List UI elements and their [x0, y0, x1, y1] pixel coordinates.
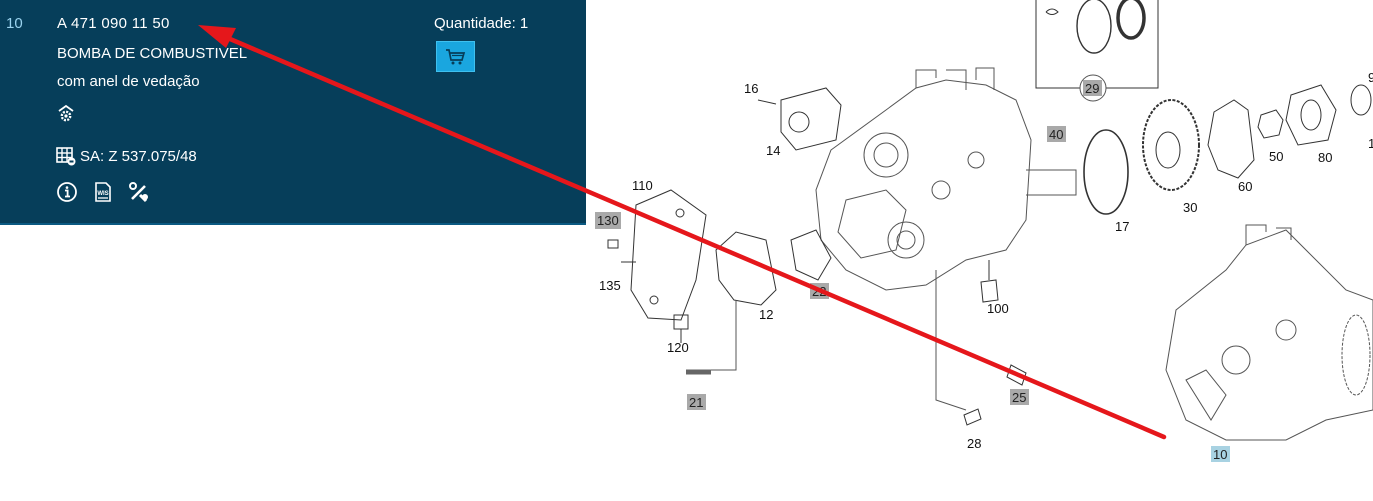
- nut-50: [1257, 109, 1284, 139]
- cart-icon: [445, 48, 465, 64]
- callout-14: 14: [766, 143, 780, 158]
- boxed-callouts: 29 40 130 22 21 25 10: [595, 74, 1230, 462]
- position-number: 10: [6, 15, 23, 32]
- wis-document-icon[interactable]: WIS: [92, 181, 114, 203]
- callout-80: 80: [1318, 150, 1332, 165]
- quantity-label: Quantidade: 1: [434, 15, 529, 32]
- seal-kit-frame: [1035, 0, 1159, 89]
- part-number[interactable]: A 471 090 11 50: [57, 15, 170, 32]
- callout-16: 16: [744, 81, 758, 96]
- callout-17: 17: [1115, 219, 1129, 234]
- callout-21: 21: [689, 395, 703, 410]
- callout-30: 30: [1183, 200, 1197, 215]
- callout-29: 29: [1085, 81, 1099, 96]
- part-description: com anel de vedação: [57, 73, 200, 90]
- fitting-25: [1006, 364, 1027, 386]
- gear-hat-icon[interactable]: [56, 103, 76, 123]
- callout-10: 10: [1213, 447, 1227, 462]
- plate-60: [1207, 99, 1255, 179]
- seal-small: [1045, 8, 1059, 15]
- bolt-28: [963, 408, 982, 426]
- pump-assembly-10: [1165, 224, 1373, 441]
- seal-ring: [1116, 0, 1146, 40]
- o-ring-large: [1076, 0, 1112, 54]
- callout-60: 60: [1238, 179, 1252, 194]
- flange-80: [1285, 84, 1337, 146]
- callout-box-10: [1211, 446, 1230, 462]
- flange-gasket: [630, 189, 707, 321]
- o-ring-gasket: [790, 229, 832, 281]
- exploded-parts-diagram: 16 14 17 30 60 50 80 9 1 110 12 100 120 …: [586, 0, 1373, 501]
- pump-body-main: [815, 67, 1077, 291]
- callout-25: 25: [1012, 390, 1026, 405]
- sa-label: SA: Z 537.075/48: [80, 147, 197, 165]
- callout-28: 28: [967, 436, 981, 451]
- info-icon[interactable]: [56, 181, 78, 203]
- callout-40: 40: [1049, 127, 1063, 142]
- feed-pump: [715, 231, 777, 306]
- callout-120: 120: [667, 340, 689, 355]
- bolt-130: [607, 239, 636, 263]
- callout-100: 100: [987, 301, 1009, 316]
- callout-9: 9: [1368, 70, 1373, 85]
- add-to-cart-button[interactable]: [436, 41, 475, 72]
- callout-135: 135: [599, 278, 621, 293]
- tools-icon[interactable]: [128, 181, 150, 203]
- callout-1: 1: [1368, 136, 1373, 151]
- bolt-100: [980, 260, 999, 303]
- callout-110: 110: [632, 178, 653, 193]
- part-info-panel: 10 A 471 090 11 50 BOMBA DE COMBUSTIVEL …: [0, 0, 586, 225]
- grid-table-icon[interactable]: [56, 146, 76, 166]
- drive-gear: [1142, 99, 1200, 191]
- callout-50: 50: [1269, 149, 1283, 164]
- callout-labels: 16 14 17 30 60 50 80 9 1 110 12 100 120 …: [599, 70, 1373, 451]
- callout-130: 130: [597, 213, 619, 228]
- callout-12: 12: [759, 307, 773, 322]
- o-ring-17: [1083, 129, 1129, 215]
- svg-text:WIS: WIS: [97, 191, 108, 197]
- diagram-canvas: 16 14 17 30 60 50 80 9 1 110 12 100 120 …: [595, 0, 1373, 462]
- callout-22: 22: [812, 284, 826, 299]
- part-name: BOMBA DE COMBUSTIVEL: [57, 45, 248, 62]
- sa-row: SA: Z 537.075/48: [56, 146, 197, 166]
- action-icons: WIS: [56, 181, 164, 203]
- solenoid-valve: [780, 87, 842, 151]
